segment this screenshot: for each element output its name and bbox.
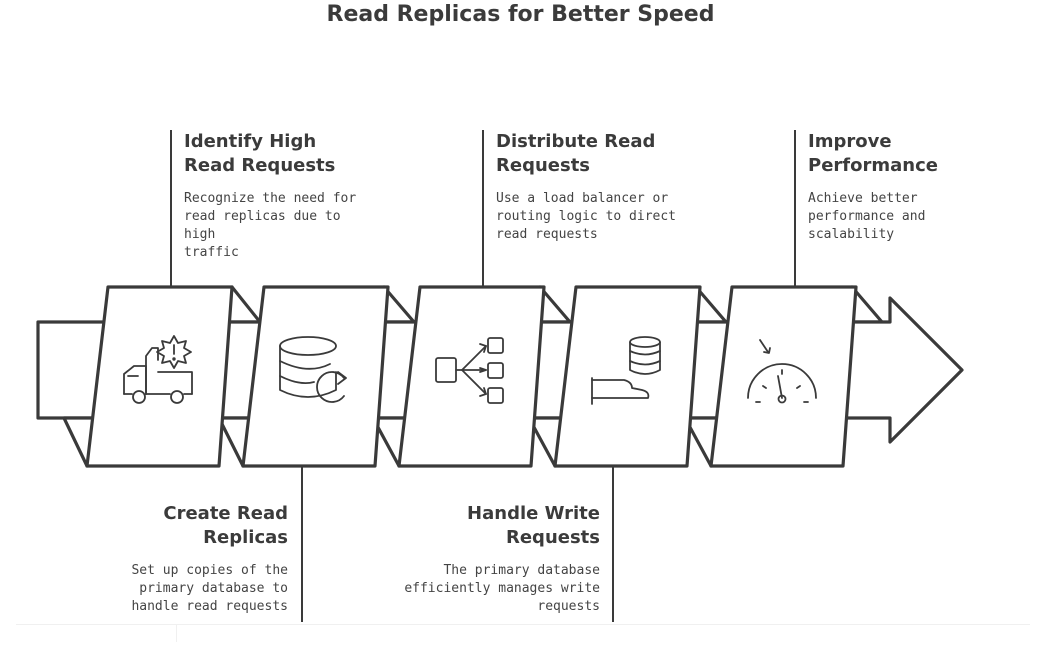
arrow-head — [839, 296, 964, 444]
database-replicate-icon — [279, 336, 347, 403]
step-title: Identify High Read Requests — [184, 131, 336, 176]
step-title: Improve Performance — [808, 131, 938, 176]
step-panel-5 — [709, 285, 858, 468]
footer-divider — [16, 624, 1030, 625]
step-panel-3 — [397, 285, 546, 468]
step-description: The primary database efficiently manages… — [404, 563, 600, 614]
step-identify-high-read-requests: Identify High Read Requests Recognize th… — [184, 130, 374, 262]
step-title: Handle Write Requests — [467, 503, 600, 548]
step-create-read-replicas: Create Read Replicas Set up copies of th… — [108, 502, 288, 616]
step-description: Recognize the need for read replicas due… — [184, 191, 357, 260]
step-description: Set up copies of the primary database to… — [131, 563, 288, 614]
step-handle-write-requests: Handle Write Requests The primary databa… — [400, 502, 600, 616]
diagram-title: Read Replicas for Better Speed — [326, 2, 715, 27]
step-distribute-read-requests: Distribute Read Requests Use a load bala… — [496, 130, 686, 244]
step-panel-2 — [241, 285, 390, 468]
speedometer-icon — [747, 339, 817, 404]
step-panel-1 — [85, 285, 234, 468]
step-title: Distribute Read Requests — [496, 131, 656, 176]
distribute-branches-icon — [435, 337, 504, 404]
database-write-icon — [591, 336, 661, 405]
step-description: Achieve better performance and scalabili… — [808, 191, 926, 242]
step-improve-performance: Improve Performance Achieve better perfo… — [808, 130, 1008, 244]
footer-divider-tick — [176, 624, 177, 642]
step-panel-4 — [553, 285, 702, 468]
step-title: Create Read Replicas — [163, 503, 288, 548]
truck-alert-icon — [123, 335, 193, 404]
step-description: Use a load balancer or routing logic to … — [496, 191, 677, 242]
